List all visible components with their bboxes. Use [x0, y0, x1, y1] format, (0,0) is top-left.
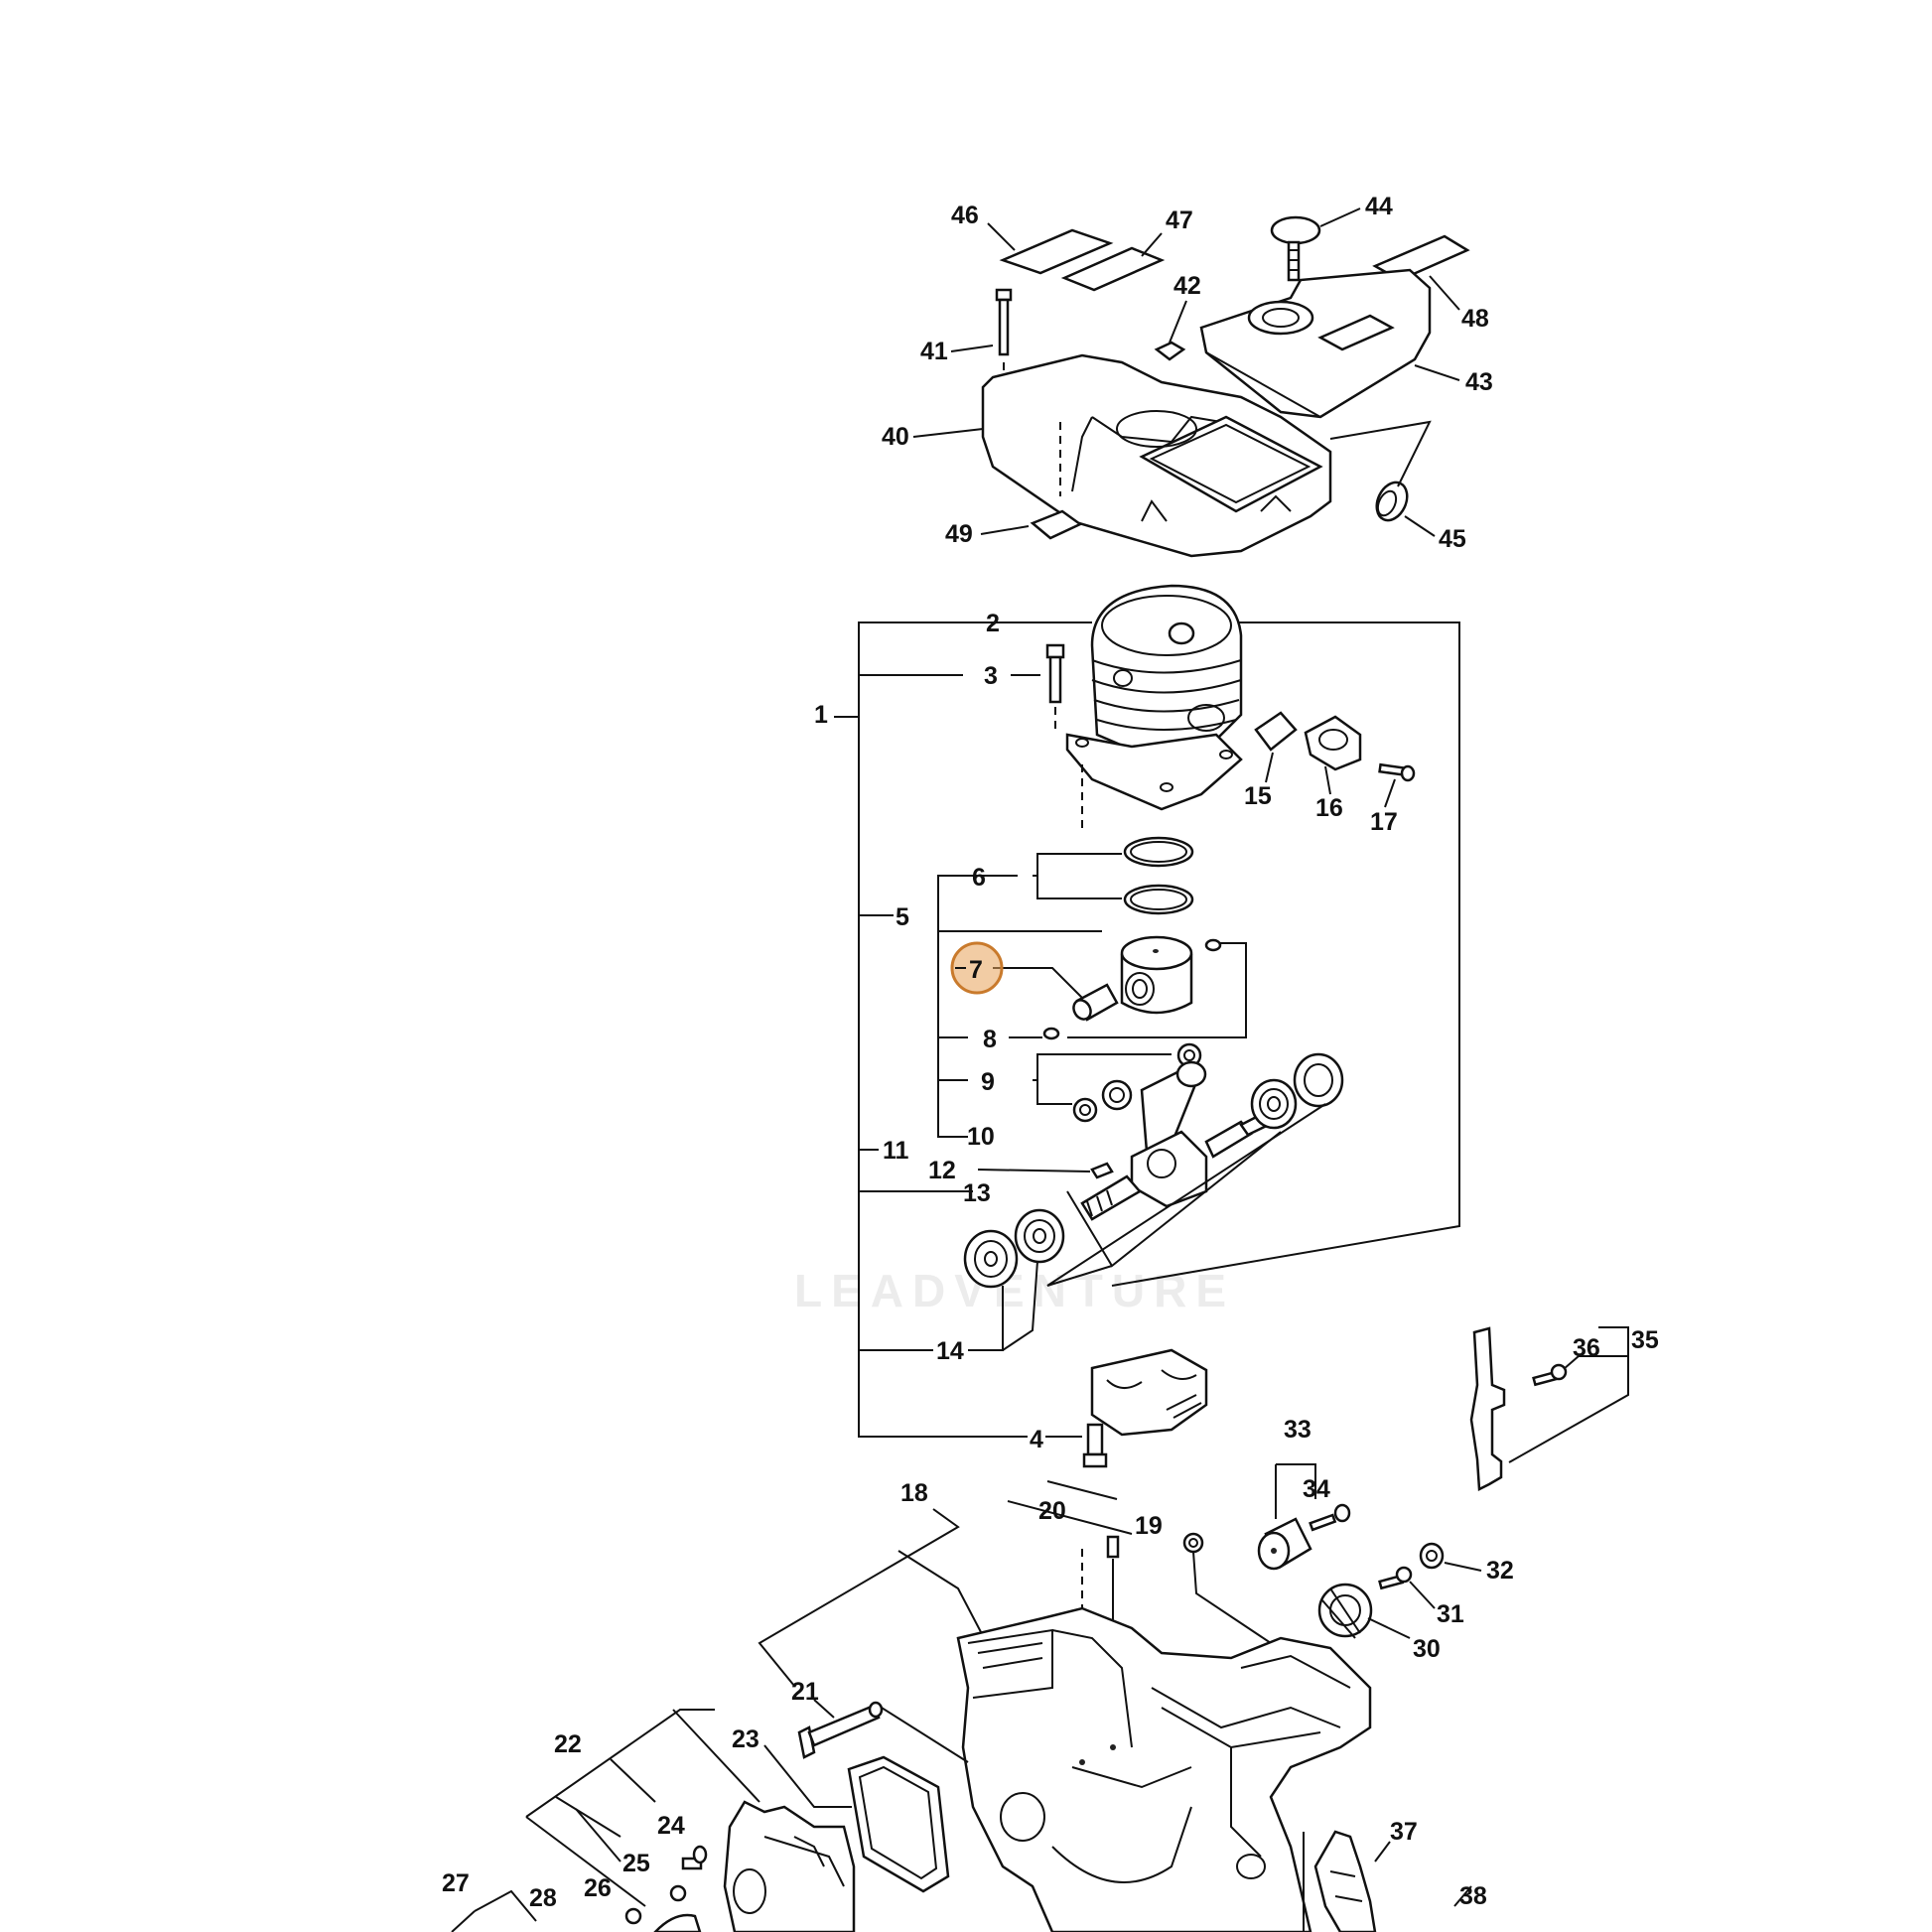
washer-32-part: [1419, 1542, 1445, 1570]
key-12-part: [1090, 1162, 1114, 1179]
callout-24[interactable]: 24: [657, 1812, 685, 1840]
part-28: [653, 1913, 702, 1932]
callout-46[interactable]: 46: [951, 202, 979, 229]
callout-26[interactable]: 26: [584, 1874, 612, 1902]
knob-44-part: [1270, 215, 1321, 282]
bracket-37-part: [1313, 1830, 1377, 1932]
screw-4-part: [1082, 1423, 1108, 1468]
callout-10[interactable]: 10: [967, 1123, 995, 1151]
screw-3-part: [1045, 643, 1065, 730]
housing-group: [451, 1326, 1629, 1932]
gasket-15-part: [1254, 711, 1298, 752]
callout-19[interactable]: 19: [1135, 1512, 1163, 1540]
callout-1[interactable]: 1: [814, 701, 828, 729]
callout-17[interactable]: 17: [1370, 808, 1398, 836]
bumper-33-part: [1257, 1517, 1312, 1571]
nut-25-part: [669, 1884, 687, 1902]
callout-16[interactable]: 16: [1315, 794, 1343, 822]
callout-14[interactable]: 14: [936, 1337, 964, 1365]
callout-13[interactable]: 13: [963, 1179, 991, 1207]
callout-30[interactable]: 30: [1413, 1635, 1441, 1663]
piston-rings-6-part: [1123, 836, 1194, 915]
callout-43[interactable]: 43: [1465, 368, 1493, 396]
screw-31-part: [1378, 1566, 1413, 1590]
shroud-group: [981, 215, 1470, 558]
screw-36-part: [1532, 1363, 1568, 1387]
piston-part: [1120, 935, 1193, 1015]
callout-5[interactable]: 5: [896, 903, 909, 931]
screw-26-part: [624, 1907, 642, 1925]
callout-40[interactable]: 40: [882, 423, 909, 451]
callout-7[interactable]: 7: [969, 956, 983, 984]
housing-18-part: [956, 1606, 1372, 1932]
bracket-35-part: [1469, 1326, 1506, 1491]
manifold-16-part: [1304, 715, 1362, 771]
callout-38[interactable]: 38: [1459, 1882, 1487, 1910]
callout-37[interactable]: 37: [1390, 1818, 1418, 1846]
top-leader-lines: [912, 207, 1460, 808]
callout-36[interactable]: 36: [1573, 1334, 1600, 1362]
callout-42[interactable]: 42: [1173, 272, 1201, 300]
highlight-callout-7: [950, 941, 1004, 995]
callout-33[interactable]: 33: [1284, 1416, 1311, 1444]
callout-4[interactable]: 4: [1030, 1426, 1043, 1453]
callout-44[interactable]: 44: [1365, 193, 1393, 220]
ball-bearing-left-part: [1014, 1208, 1065, 1264]
callout-21[interactable]: 21: [791, 1678, 819, 1706]
callout-49[interactable]: 49: [945, 520, 973, 548]
cylinder-2-part: [1065, 584, 1243, 829]
cover-22-part: [723, 1800, 856, 1932]
decal-46-part: [999, 228, 1114, 275]
ball-bearing-right-part: [1250, 1078, 1298, 1130]
decal-49-part: [1030, 509, 1083, 540]
callout-12[interactable]: 12: [928, 1157, 956, 1184]
top-cover-43-part: [1199, 268, 1432, 419]
callout-45[interactable]: 45: [1439, 525, 1466, 553]
callout-35[interactable]: 35: [1631, 1326, 1659, 1354]
callout-labels: 1 2 3 4 5 6 7 8 9 10 11 12 13 14 15 16 1…: [442, 193, 1659, 1912]
callout-11[interactable]: 11: [883, 1137, 909, 1165]
crankcase-lower-part: [1090, 1348, 1208, 1437]
shroud-40-part: [981, 353, 1332, 558]
callout-15[interactable]: 15: [1244, 782, 1272, 810]
seal-left-part: [963, 1229, 1019, 1289]
circlip-upper-part: [1204, 938, 1222, 952]
screw-17-part: [1378, 762, 1416, 782]
washer-9-part: [1072, 1097, 1098, 1123]
callout-41[interactable]: 41: [920, 338, 948, 365]
callout-25[interactable]: 25: [622, 1850, 650, 1877]
screw-34-part: [1309, 1503, 1351, 1532]
engine-group: [834, 584, 1460, 1468]
callout-23[interactable]: 23: [732, 1725, 759, 1753]
seal-right-part: [1293, 1052, 1344, 1108]
nut-19-part: [1182, 1532, 1204, 1554]
gasket-23-part: [847, 1755, 950, 1893]
callout-32[interactable]: 32: [1486, 1557, 1514, 1585]
callout-34[interactable]: 34: [1303, 1475, 1330, 1503]
callout-8[interactable]: 8: [983, 1026, 997, 1053]
callout-9[interactable]: 9: [981, 1068, 995, 1096]
plug-42-part: [1154, 341, 1186, 361]
callout-6[interactable]: 6: [972, 864, 986, 892]
callout-20[interactable]: 20: [1038, 1497, 1066, 1525]
callout-18[interactable]: 18: [900, 1479, 928, 1507]
bolt-21-part: [797, 1701, 884, 1759]
callout-3[interactable]: 3: [984, 662, 998, 690]
callout-27[interactable]: 27: [442, 1869, 470, 1897]
decal-47-part: [1060, 246, 1166, 292]
piston-pin-part: [1072, 983, 1119, 1022]
needle-cage-part: [1101, 1079, 1133, 1111]
callout-28[interactable]: 28: [529, 1884, 557, 1912]
callout-22[interactable]: 22: [554, 1730, 582, 1758]
av-element-30-part: [1317, 1583, 1373, 1639]
callout-48[interactable]: 48: [1461, 305, 1489, 333]
callout-2[interactable]: 2: [986, 610, 1000, 637]
callout-47[interactable]: 47: [1166, 207, 1193, 234]
callout-31[interactable]: 31: [1437, 1600, 1464, 1628]
screw-24-part: [681, 1845, 708, 1870]
circlip-8-part: [1042, 1027, 1060, 1040]
